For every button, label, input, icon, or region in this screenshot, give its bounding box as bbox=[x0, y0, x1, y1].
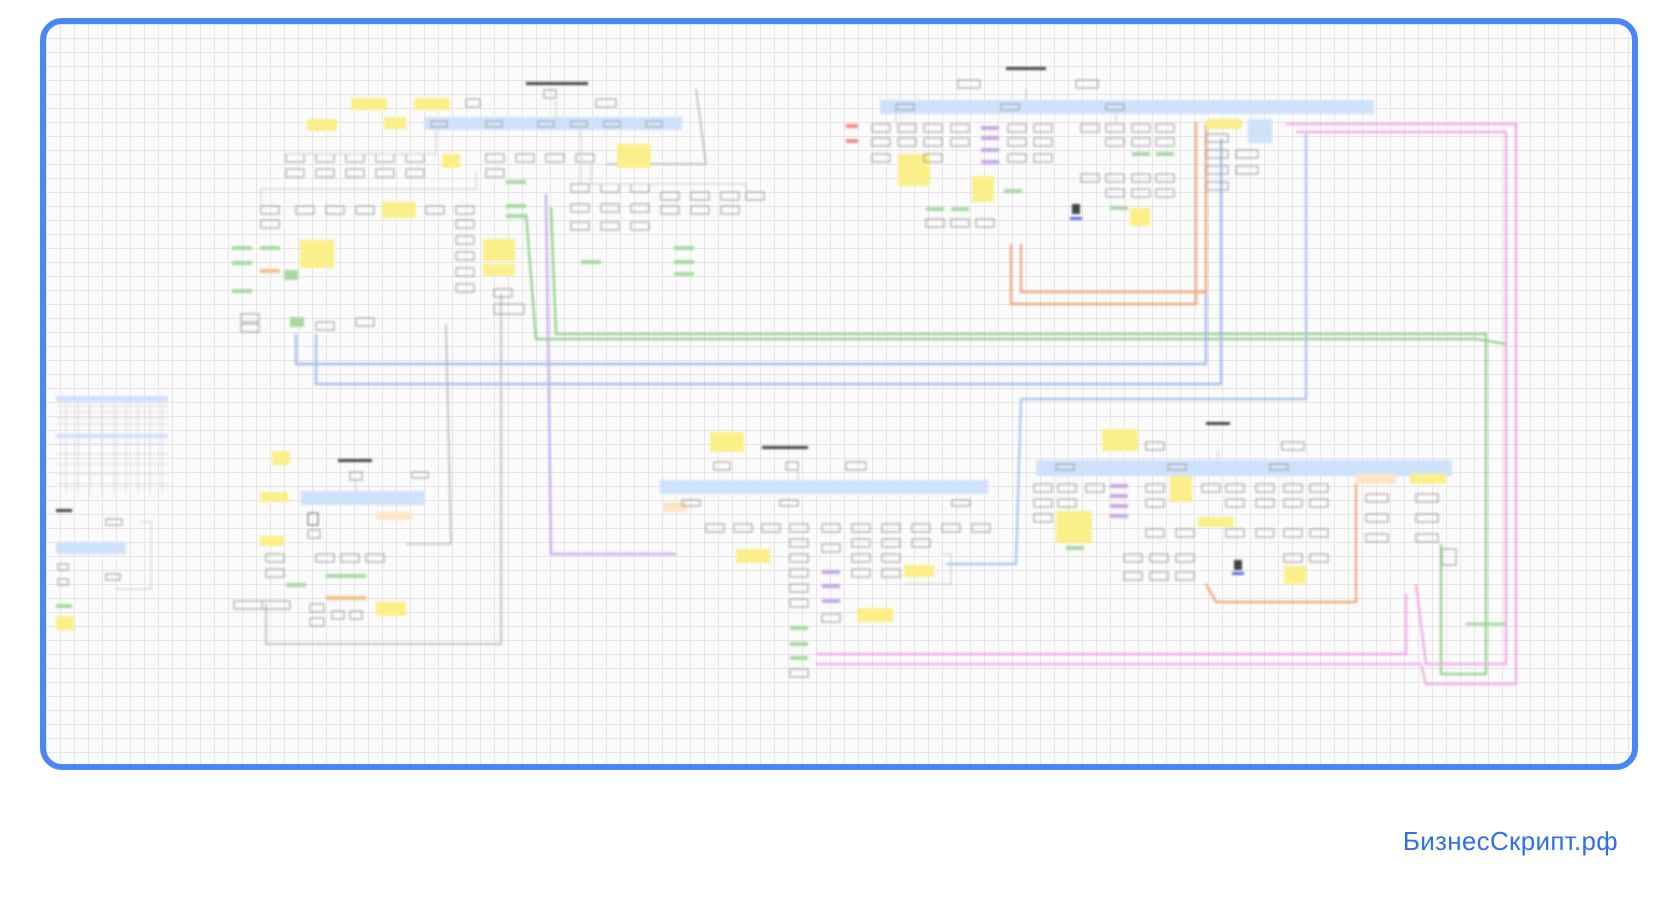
sticky-note bbox=[260, 536, 284, 546]
sticky-note bbox=[414, 98, 450, 110]
connector-orange-3 bbox=[1205, 484, 1358, 604]
connector-blue-3 bbox=[946, 134, 1308, 566]
sticky-note bbox=[904, 565, 934, 577]
sticky-note bbox=[972, 176, 994, 202]
sticky-note bbox=[376, 602, 406, 616]
cluster-e bbox=[1033, 422, 1457, 584]
connector-orange bbox=[1009, 122, 1198, 306]
connector-pink bbox=[816, 594, 1408, 656]
lane-header bbox=[301, 491, 425, 505]
connector-blue bbox=[294, 134, 1208, 366]
connector-pink-2 bbox=[816, 122, 1518, 686]
sticky-note bbox=[351, 98, 387, 110]
connector-pink-3 bbox=[1296, 130, 1508, 666]
sticky-note bbox=[1248, 119, 1272, 143]
connectors bbox=[265, 88, 1518, 686]
connector-grey-2 bbox=[406, 323, 452, 545]
lane-header bbox=[1036, 460, 1452, 476]
sticky-note bbox=[300, 240, 334, 268]
sticky-note bbox=[1206, 119, 1242, 129]
sticky-note bbox=[483, 239, 515, 261]
sticky-note bbox=[260, 492, 288, 502]
sticky-note bbox=[384, 117, 406, 129]
sticky-note bbox=[1102, 429, 1138, 451]
sticky-note bbox=[710, 432, 744, 452]
brand-label: БизнесСкрипт.рф bbox=[1402, 826, 1618, 856]
cluster-left-table bbox=[56, 396, 168, 630]
lane-header bbox=[880, 100, 1374, 114]
connector-grey bbox=[265, 294, 502, 645]
lane-header bbox=[660, 480, 988, 494]
diagram-board bbox=[40, 18, 1638, 770]
sticky-note bbox=[898, 154, 930, 186]
sticky-note bbox=[1056, 511, 1092, 543]
sticky-note bbox=[483, 264, 515, 276]
sticky-note bbox=[56, 616, 74, 630]
cluster-b bbox=[846, 67, 1374, 228]
sticky-note bbox=[1130, 208, 1150, 226]
sticky-note bbox=[617, 144, 651, 168]
sticky-note bbox=[307, 119, 337, 131]
connector-orange-2 bbox=[1019, 124, 1208, 294]
sticky-note bbox=[1198, 517, 1234, 527]
connector-green bbox=[549, 206, 1488, 676]
sticky-note bbox=[736, 549, 770, 563]
connector-blue-2 bbox=[314, 139, 1223, 386]
sticky-note bbox=[857, 608, 893, 622]
connector-green-2 bbox=[524, 213, 1508, 626]
sticky-note bbox=[1410, 474, 1446, 484]
cluster-a bbox=[232, 82, 765, 333]
sticky-note bbox=[272, 451, 290, 465]
cluster-d bbox=[660, 432, 991, 678]
connector-violet bbox=[544, 193, 676, 556]
lane-header bbox=[424, 117, 682, 130]
sticky-note bbox=[382, 202, 416, 218]
sticky-note bbox=[1170, 476, 1192, 502]
sticky-note bbox=[442, 154, 460, 168]
cluster-c bbox=[233, 451, 429, 627]
sticky-note bbox=[1284, 566, 1306, 584]
flowchart-canvas bbox=[56, 67, 1518, 686]
